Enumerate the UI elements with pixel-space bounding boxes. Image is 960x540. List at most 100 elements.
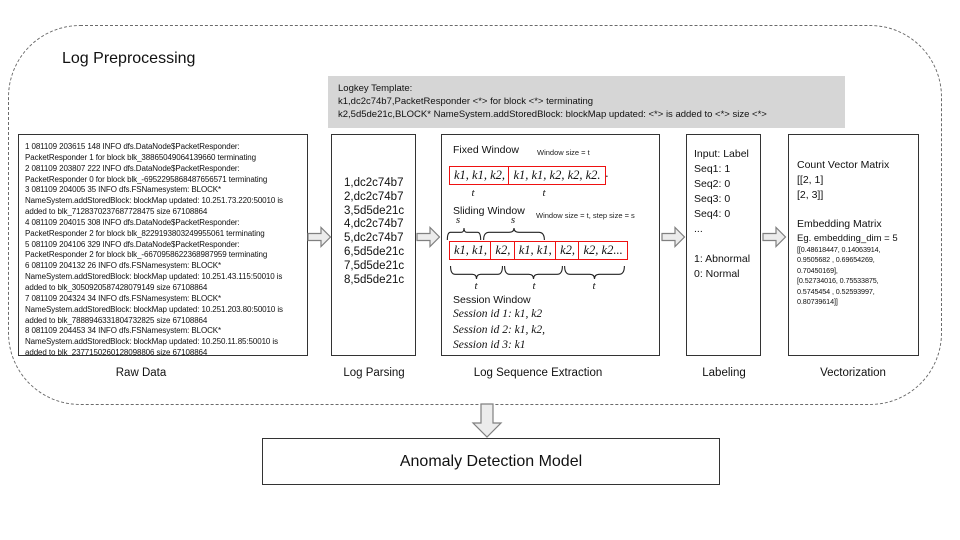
top-brace	[483, 228, 545, 240]
embedding-matrix-line: 0.5745454 , 0.52593997,	[797, 286, 875, 296]
sliding-t-label: t	[474, 280, 478, 292]
logkey-template-box: Logkey Template: k1,dc2c74b7,PacketRespon…	[328, 76, 845, 128]
page-title: Log Preprocessing	[62, 50, 196, 67]
raw-log-line: NameSystem.addStoredBlock: blockMap upda…	[25, 337, 278, 347]
raw-data-box: 1 081109 203615 148 INFO dfs.DataNode$Pa…	[18, 134, 308, 356]
parsed-log-line: 7,5d5de21c	[344, 259, 405, 272]
session-line: Session id 1: k1, k2	[453, 308, 543, 320]
embedding-matrix-lines: [[0.48618447, 0.14063914,0.9505682 , 0.6…	[797, 245, 918, 307]
fixed-t-label: t	[471, 187, 475, 199]
raw-log-line: 2 081109 203807 222 INFO dfs.DataNode$Pa…	[25, 163, 240, 173]
raw-log-line: NameSystem.addStoredBlock: blockMap upda…	[25, 304, 283, 314]
count-vector-title: Count Vector Matrix	[797, 159, 890, 171]
logkey-template-line: k1,dc2c74b7,PacketResponder <*> for bloc…	[338, 96, 594, 107]
raw-log-line: PacketResponder 2 for block blk_-6670958…	[25, 250, 268, 260]
fixed-window-segment: k1, k1, k2,	[449, 166, 511, 185]
bottom-brace	[504, 266, 563, 279]
stage-label-vectorization: Vectorization	[820, 367, 886, 379]
stage-label-raw-data: Raw Data	[115, 367, 167, 379]
sliding-window-note: Window size = t, step size = s	[536, 211, 635, 220]
anomaly-detection-model-box: Anomaly Detection Model	[262, 438, 720, 485]
right-arrow-icon	[416, 226, 441, 248]
sliding-t-label: t	[592, 280, 596, 292]
raw-log-line: PacketResponder 1 for block blk_38865049…	[25, 152, 256, 162]
fixed-window-heading: Fixed Window	[453, 144, 519, 156]
fixed-window-trail: .	[605, 166, 609, 180]
labeling-line: 0: Normal	[694, 268, 740, 280]
parsed-log-line: 4,dc2c74b7	[344, 218, 404, 231]
labeling-line: Seq1: 1	[694, 163, 731, 175]
fixed-window-sequence: k1, k1, k2, k1, k1, k2, k2, k2. .	[449, 166, 609, 185]
logkey-template-line: k2,5d5de21c,BLOCK* NameSystem.addStoredB…	[338, 109, 767, 120]
raw-log-line: 3 081109 204005 35 INFO dfs.FSNamesystem…	[25, 185, 222, 195]
session-window-heading: Session Window	[453, 294, 531, 306]
vectorization-box: Count Vector Matrix [[2, 1] [2, 3]] Embed…	[788, 134, 919, 356]
log-sequence-extraction-box: Fixed Window Window size = t k1, k1, k2,…	[441, 134, 660, 356]
session-line: Session id 2: k1, k2,	[453, 323, 545, 336]
parsed-log-line: 3,5d5de21c	[344, 204, 405, 217]
stage-label-log-parsing: Log Parsing	[343, 367, 405, 379]
fixed-window-segment: k1, k1, k2, k2, k2.	[508, 166, 606, 185]
log-preprocessing-container	[8, 25, 942, 405]
labeling-line: Input: Label	[694, 148, 749, 160]
count-vector-line: [2, 3]]	[797, 189, 824, 201]
logkey-template-line: Logkey Template:	[338, 83, 413, 94]
embedding-matrix-line: 0.80739614]]	[797, 296, 838, 306]
embedding-matrix-line: 0.9505682 , 0.69654269,	[797, 255, 875, 265]
sliding-window-segment: k2,	[555, 241, 581, 260]
sliding-window-sequence: k1, k1,k2,k1, k1,k2,k2, k2...	[449, 241, 628, 260]
stage-label-log-sequence-extraction: Log Sequence Extraction	[473, 367, 603, 379]
parsed-log-line: 2,dc2c74b7	[344, 190, 404, 203]
parsed-log-line: 6,5d5de21c	[344, 245, 405, 258]
parsed-log-line: 8,5d5de21c	[344, 273, 405, 286]
labeling-line	[694, 237, 760, 252]
session-window-list: Session id 1: k1, k2 Session id 2: k1, k2…	[453, 307, 545, 354]
raw-log-line: 7 081109 204324 34 INFO dfs.FSNamesystem…	[25, 293, 222, 303]
raw-log-line: 8 081109 204453 34 INFO dfs.FSNamesystem…	[25, 326, 222, 336]
embedding-matrix-title: Embedding Matrix	[797, 218, 882, 230]
count-vector-line: [[2, 1]	[797, 174, 824, 186]
count-vector-lines: [[2, 1] [2, 3]]	[797, 173, 918, 203]
raw-log-line: NameSystem.addStoredBlock: blockMap upda…	[25, 196, 283, 206]
labeling-line: Seq4: 0	[694, 208, 731, 220]
sliding-s-label: s	[510, 214, 516, 226]
labeling-line: Seq3: 0	[694, 193, 731, 205]
sliding-s-label: s	[455, 214, 461, 226]
embedding-matrix-line: [[0.48618447, 0.14063914,	[797, 245, 881, 254]
fixed-window-note: Window size = t	[537, 148, 590, 157]
sliding-window-heading: Sliding Window	[453, 205, 525, 217]
raw-log-line: NameSystem.addStoredBlock: blockMap upda…	[25, 272, 283, 282]
labeling-line: 1: Abnormal	[694, 253, 751, 265]
embedding-matrix-line: 0.70450169],	[797, 265, 838, 275]
bottom-brace	[564, 266, 625, 279]
down-arrow-icon	[471, 403, 503, 438]
fixed-t-label: t	[542, 187, 546, 199]
raw-log-line: 4 081109 204015 308 INFO dfs.DataNode$Pa…	[25, 217, 240, 227]
parsed-log-line: 5,dc2c74b7	[344, 232, 404, 245]
sliding-window-segment: k1, k1,	[449, 241, 492, 260]
raw-log-line: 6 081109 204132 26 INFO dfs.FSNamesystem…	[25, 261, 222, 271]
session-line: Session id 3: k1	[453, 339, 526, 351]
raw-log-line: added to blk_2377150260128098806 size 67…	[25, 348, 208, 356]
raw-log-line: 1 081109 203615 148 INFO dfs.DataNode$Pa…	[25, 142, 240, 151]
stage-label-labeling: Labeling	[702, 367, 746, 379]
raw-log-line: added to blk_3050920587428079149 size 67…	[25, 282, 208, 292]
sliding-window-segment: k2,	[490, 241, 516, 260]
anomaly-detection-model-label: Anomaly Detection Model	[399, 452, 583, 470]
labeling-line: ...	[694, 223, 703, 235]
raw-log-line: added to blk_7888946331804732825 size 67…	[25, 315, 208, 325]
embedding-matrix-line: [0.52734016, 0.75533875,	[797, 276, 879, 286]
sliding-window-segment: k2, k2...	[578, 241, 628, 260]
top-brace	[447, 228, 481, 240]
bottom-brace	[450, 266, 503, 279]
raw-log-line: PacketResponder 0 for block blk_-6952295…	[25, 174, 268, 184]
raw-log-line: added to blk_7128370237687728475 size 67…	[25, 207, 208, 217]
right-arrow-icon	[762, 226, 787, 248]
raw-log-line: PacketResponder 2 for block blk_82291938…	[25, 228, 265, 238]
sliding-t-label: t	[532, 280, 536, 292]
parsed-log-line: 1,dc2c74b7	[344, 177, 404, 189]
right-arrow-icon	[661, 226, 686, 248]
raw-log-line: 5 081109 204106 329 INFO dfs.DataNode$Pa…	[25, 239, 240, 249]
